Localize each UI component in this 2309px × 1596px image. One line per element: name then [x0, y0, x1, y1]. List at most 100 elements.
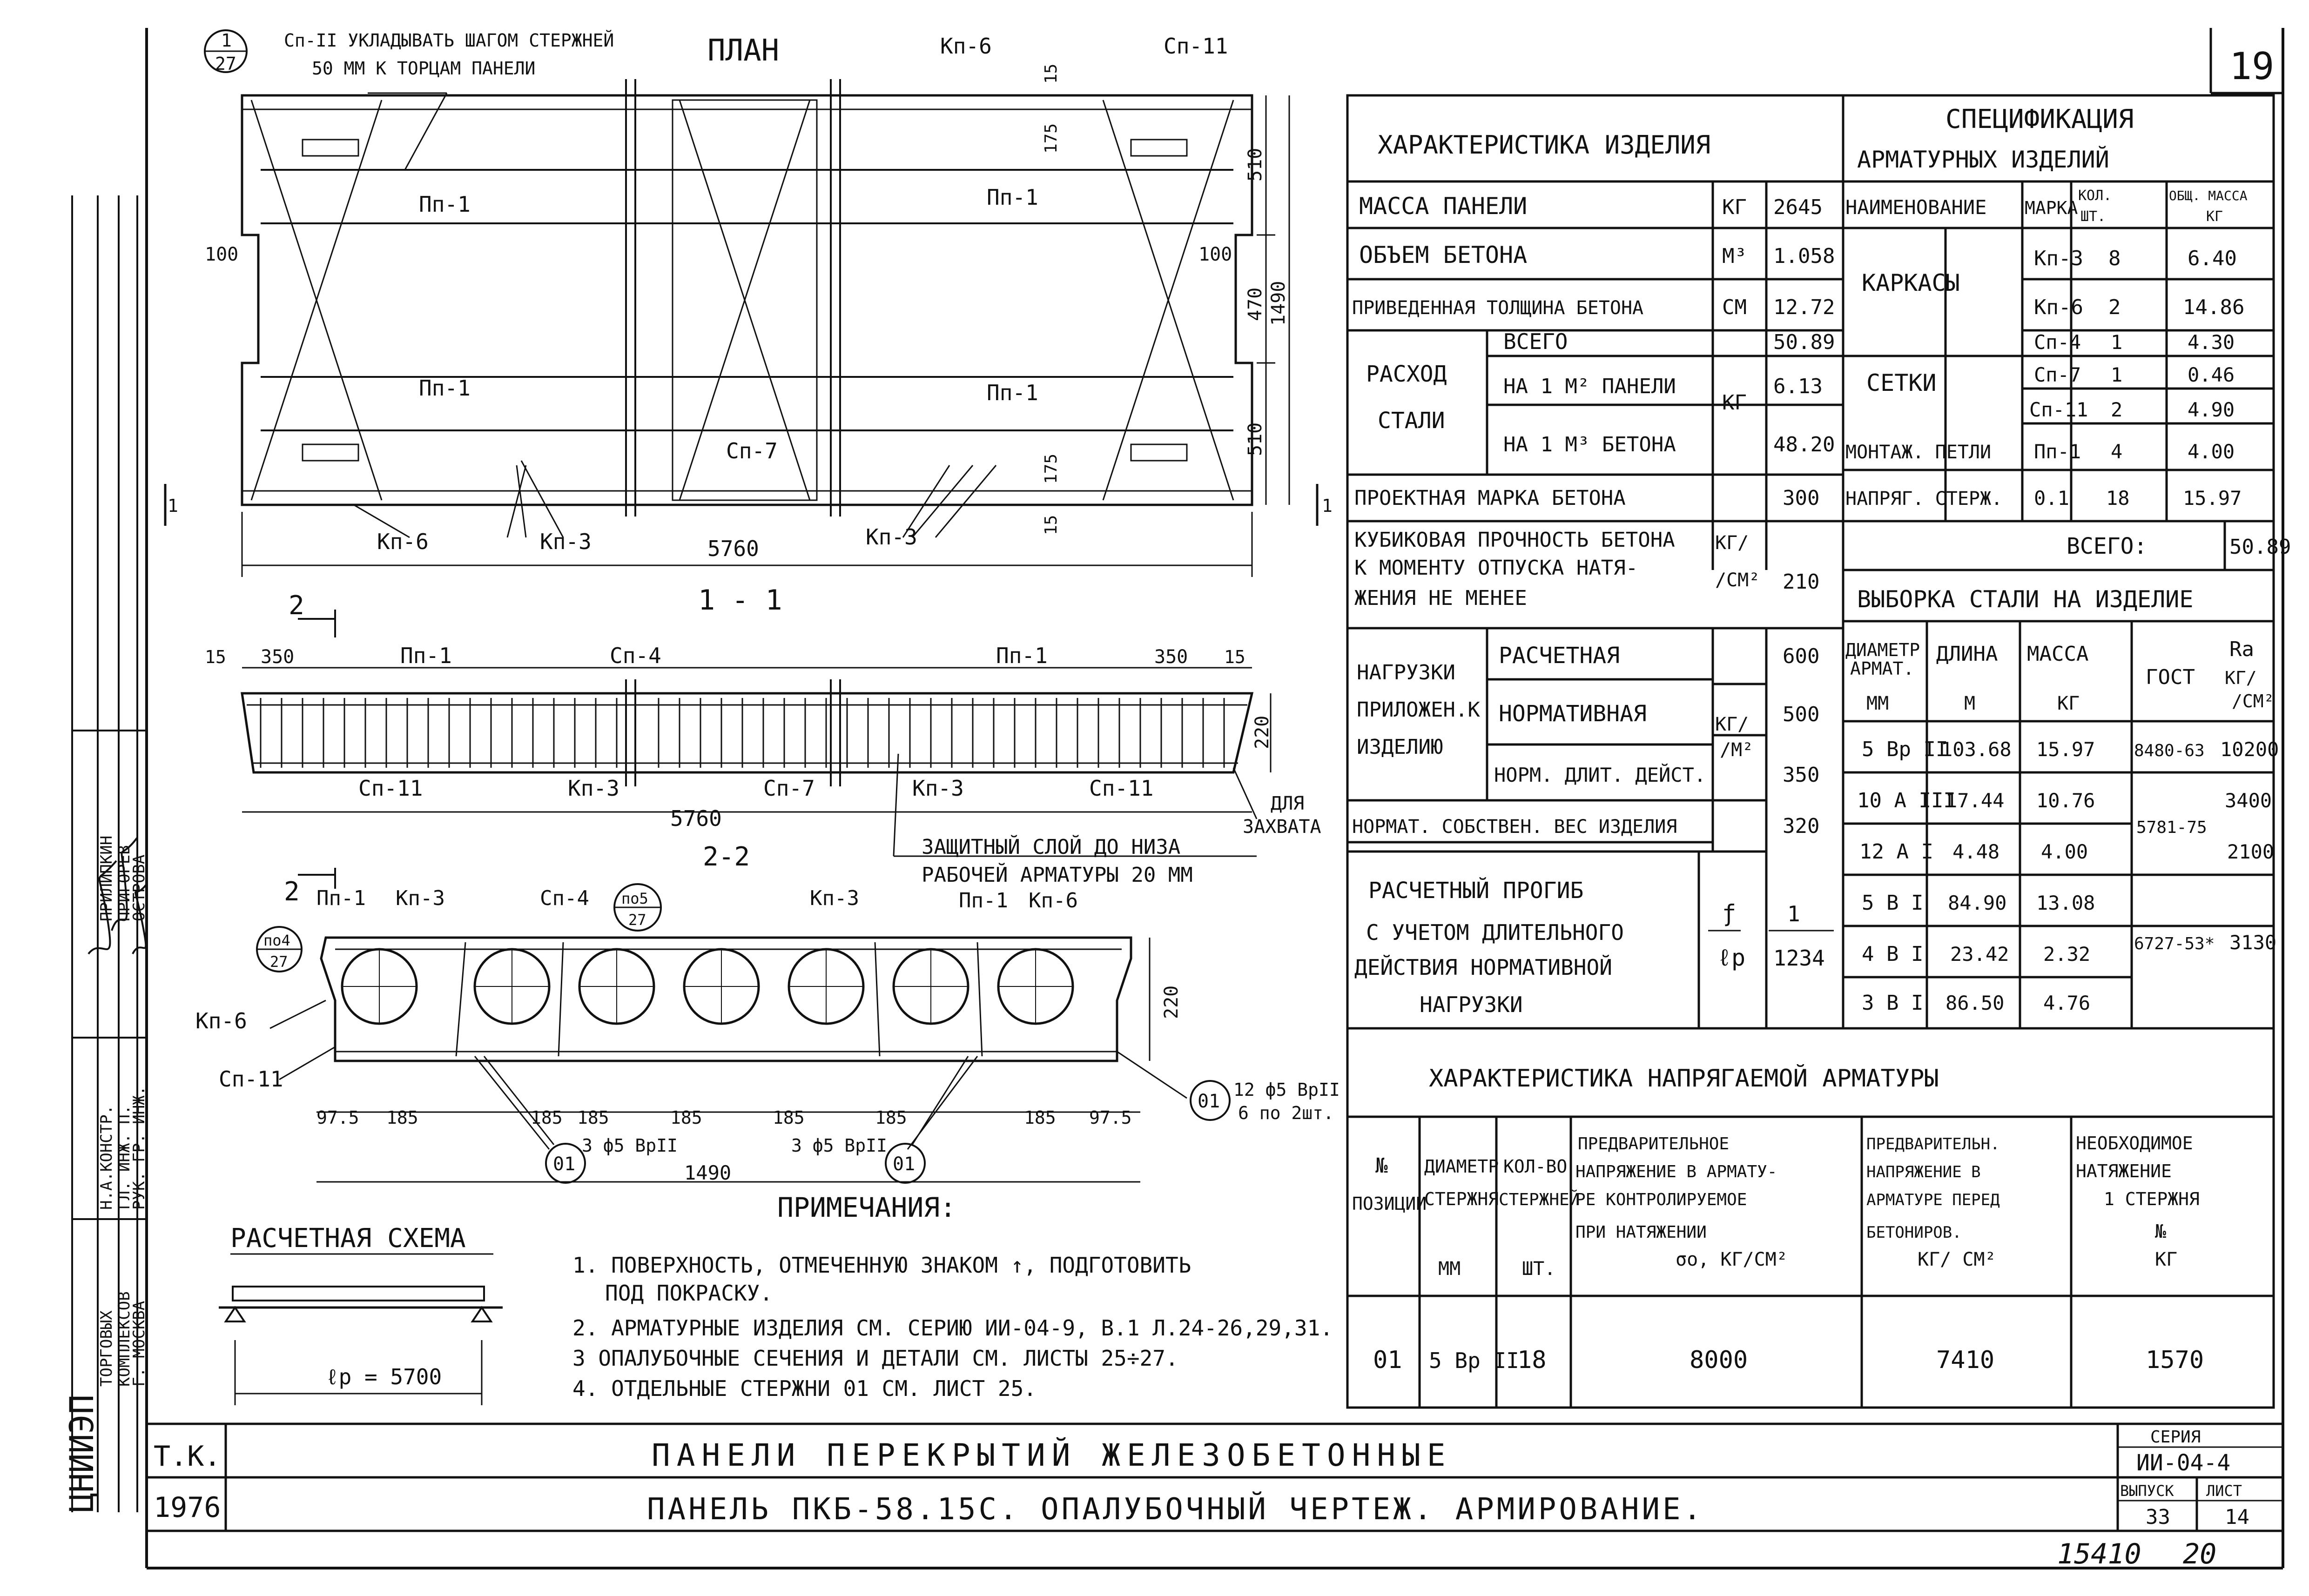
tension-h5-4: БЕТОНИРОВ.: [1866, 1223, 1962, 1242]
spec-row-1-mark: Кп-6: [2034, 295, 2083, 319]
side-stamp: ЦНИИЭП ТОРГОВЫХ КОМПЛЕКСОВ Г. МОСКВА Н.А…: [63, 195, 148, 1512]
steel-row-4-mass: 2.32: [2043, 943, 2090, 966]
spec-row-0-mass: 6.40: [2188, 247, 2237, 270]
steel-row-0-len: 103.68: [1941, 738, 2012, 761]
s22-pos01-b-text: 01: [893, 1153, 915, 1175]
tension-h4-4: ПРИ НАТЯЖЕНИИ: [1575, 1223, 1707, 1242]
tension-row-pre: 8000: [1690, 1346, 1748, 1374]
s11-mark-2: 2: [289, 590, 304, 621]
spec-group-frames: КАРКАСЫ: [1862, 269, 1960, 296]
spec-row-0-mark: Кп-3: [2034, 247, 2083, 270]
s11-dim-220: 220: [1252, 716, 1273, 749]
char-steel-label-2: СТАЛИ: [1378, 408, 1445, 434]
spec-row-2-mark: Сп-4: [2034, 331, 2081, 354]
char-defl-3: ДЕЙСТВИЯ НОРМАТИВНОЙ: [1354, 955, 1612, 980]
char-steel-label-1: РАСХОД: [1366, 361, 1447, 387]
steel-table: ВЫБОРКА СТАЛИ НА ИЗДЕЛИЕ ДИАМЕТР АРМАТ. …: [1845, 586, 2279, 1015]
section-1-1-stirrups: [260, 698, 1225, 768]
calc-scheme: РАСЧЕТНАЯ СХЕМА ℓр = 5700: [219, 1223, 503, 1405]
s22-dim-185-2: 185: [531, 1107, 563, 1128]
s22-title: 2-2: [703, 842, 750, 872]
char-vol-label: ОБЪЕМ БЕТОНА: [1359, 241, 1527, 268]
s22-pos01-a-text: 01: [553, 1153, 575, 1175]
section-1-1: 1 - 1 2 15 350 Пп-1 Сп-4 Пп-1 350 15 220…: [205, 584, 1321, 887]
steel-row-1-d: 10 А III: [1857, 789, 1956, 812]
s22-pos01-c-text: 01: [1198, 1091, 1220, 1112]
steel-row-4-d: 4 В I: [1862, 942, 1923, 966]
spec-row-4-mass: 4.90: [2188, 398, 2235, 421]
spec-row-4-qty: 2: [2111, 398, 2122, 421]
steel-h-len-2: М: [1964, 693, 1975, 714]
tension-table: ХАРАКТЕРИСТИКА НАПРЯГАЕМОЙ АРМАТУРЫ № ПО…: [1352, 1064, 2204, 1374]
char-defl-1: РАСЧЕТНЫЙ ПРОГИБ: [1368, 877, 1583, 904]
spec-row-6-name: НАПРЯГ. СТЕРЖ.: [1845, 488, 2002, 510]
char-load-norm: НОРМАТИВНАЯ: [1499, 701, 1647, 727]
s22-dim-220: 220: [1161, 986, 1182, 1019]
char-load-3: ИЗДЕЛИЮ: [1357, 735, 1443, 759]
plan-callout-bottom: 27: [215, 54, 236, 74]
s22-pos01-note1: 12 ф5 ВрII: [1233, 1080, 1340, 1100]
tension-title: ХАРАКТЕРИСТИКА НАПРЯГАЕМОЙ АРМАТУРЫ: [1429, 1064, 1939, 1093]
tension-row-tension: 1570: [2146, 1346, 2204, 1374]
spec-group-meshes: СЕТКИ: [1866, 369, 1937, 396]
stamp-org-3: Г. МОСКВА: [130, 1301, 148, 1387]
calc-scheme-span: ℓр = 5700: [326, 1364, 442, 1389]
steel-row-4-len: 23.42: [1950, 943, 2009, 966]
spec-h-mass-2: КГ: [2206, 208, 2223, 225]
stamp-org-1: ТОРГОВЫХ: [97, 1310, 116, 1387]
char-steel-total-val: 50.89: [1773, 330, 1835, 354]
steel-h-d-3: ММ: [1866, 693, 1889, 714]
spec-table: СПЕЦИФИКАЦИЯ АРМАТУРНЫХ ИЗДЕЛИЙ НАИМЕНОВ…: [1845, 104, 2291, 559]
tb-tk: Т.К.: [154, 1440, 221, 1473]
steel-row-2-d: 12 А I: [1859, 840, 1933, 864]
steel-row-1-mass: 10.76: [2036, 789, 2095, 812]
signature-2: [111, 837, 138, 931]
char-defl-unit-top: ƒ: [1722, 900, 1736, 927]
char-load-1: НАГРУЗКИ: [1357, 661, 1455, 684]
title-block: Т.К. 1976 ПАНЕЛИ ПЕРЕКРЫТИЙ ЖЕЛЕЗОБЕТОНН…: [145, 1422, 2284, 1570]
s22-label-sp4: Сп-4: [540, 886, 589, 910]
s22-label-kp6b: Кп-6: [1029, 889, 1078, 912]
steel-row-0-mass: 15.97: [2036, 738, 2095, 761]
void-circles: [341, 948, 1074, 1025]
steel-row-4-ra: 3130: [2229, 931, 2276, 954]
char-cube-1: КУБИКОВАЯ ПРОЧНОСТЬ БЕТОНА: [1354, 528, 1675, 552]
tb-sheet-val: 14: [2225, 1505, 2249, 1529]
stamp-org-2: КОМПЛЕКСОВ: [115, 1291, 134, 1387]
spec-h-name: НАИМЕНОВАНИЕ: [1845, 196, 1986, 219]
tension-h6-4: №: [2155, 1221, 2166, 1242]
plan-dim-5760: 5760: [707, 536, 759, 561]
spec-row-5-qty: 4: [2111, 440, 2122, 463]
plan-dim-175b: 175: [1042, 454, 1061, 484]
steel-h-len-1: ДЛИНА: [1936, 642, 1998, 666]
stamp-role-3: РУК. ГР. ИНЖ.: [130, 1086, 148, 1210]
tb-title-2: ПАНЕЛЬ ПКБ-58.15С. ОПАЛУБОЧНЫЙ ЧЕРТЕЖ. А…: [647, 1491, 1704, 1527]
steel-h-mass-1: МАССА: [2027, 642, 2088, 666]
plan-dim-1490: 1490: [1268, 281, 1289, 326]
stamp-role-1: Н.А.КОНСТР.: [97, 1105, 116, 1210]
char-vol-unit: М³: [1722, 244, 1747, 268]
char-thick-val: 12.72: [1773, 295, 1835, 319]
spec-row-2-qty: 1: [2111, 331, 2122, 354]
steel-row-0-ra: 10200: [2220, 738, 2279, 761]
spec-h-qty-2: ШТ.: [2080, 208, 2106, 225]
s22-label-pp1b: Пп-1: [959, 889, 1008, 912]
note-4: 4. ОТДЕЛЬНЫЕ СТЕРЖНИ 01 СМ. ЛИСТ 25.: [572, 1376, 1037, 1401]
tb-doc-no: 15410: [2057, 1538, 2141, 1570]
s22-dim-185-7: 185: [1024, 1107, 1056, 1128]
spec-row-5-mark: Пп-1: [2034, 440, 2081, 463]
s22-label-sp11: Сп-11: [219, 1066, 283, 1092]
spec-row-6-mark: 0.1: [2034, 487, 2069, 510]
steel-h-gost: ГОСТ: [2146, 665, 2195, 689]
spec-row-0-qty: 8: [2108, 247, 2121, 270]
s22-label-kp6a: Кп-6: [195, 1008, 247, 1033]
spec-row-2-mass: 4.30: [2188, 331, 2235, 354]
spec-total-label: ВСЕГО:: [2067, 533, 2147, 559]
spec-row-3-mark: Сп-7: [2034, 363, 2081, 386]
s22-dim-185-6: 185: [875, 1107, 907, 1128]
steel-row-3-d: 5 В I: [1862, 891, 1923, 915]
spec-h-mark: МАРКА: [2025, 198, 2078, 218]
char-steel-m3-val: 48.20: [1773, 433, 1835, 456]
s22-callout-po5-bot: 27: [628, 911, 646, 929]
spec-row-1-qty: 2: [2108, 295, 2121, 319]
